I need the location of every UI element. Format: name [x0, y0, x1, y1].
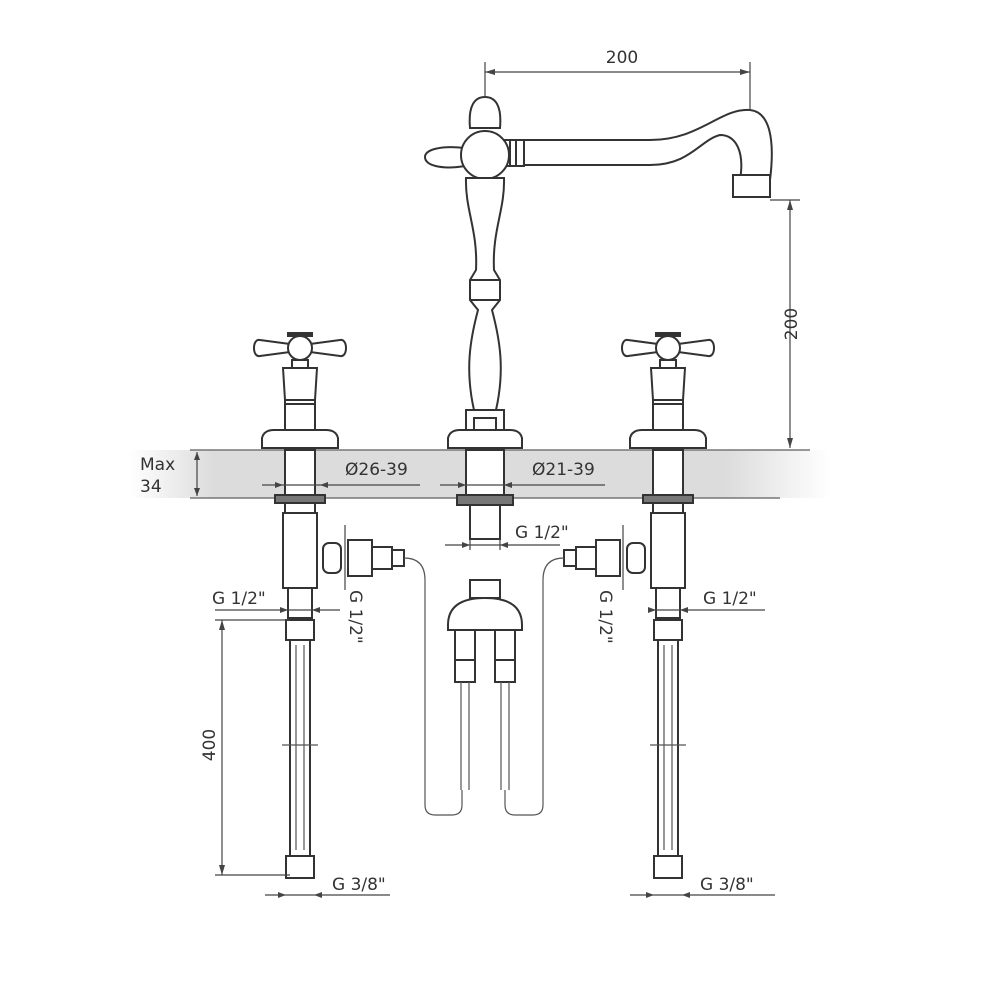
- spout-assembly: [423, 95, 773, 540]
- dimension-lines: [194, 62, 800, 898]
- center-hole-diameter-label: Ø21-39: [532, 460, 595, 480]
- left-outlet-thread-label: G 1/2": [212, 589, 266, 609]
- spout-height-label: 200: [782, 308, 802, 340]
- spout-reach-label: 200: [606, 48, 638, 68]
- left-side-thread-label: G 1/2": [345, 590, 365, 644]
- center-thread-label: G 1/2": [515, 523, 569, 543]
- hose-length-label: 400: [200, 729, 220, 761]
- right-outlet-thread-label: G 1/2": [703, 589, 757, 609]
- max-thickness-label: Max: [140, 455, 175, 475]
- max-thickness-value: 34: [140, 477, 162, 497]
- right-side-thread-label: G 1/2": [595, 590, 615, 644]
- left-side-outlet: [322, 539, 463, 816]
- right-valve: [621, 332, 715, 879]
- left-valve: [253, 332, 347, 879]
- left-hose-thread-label: G 3/8": [332, 875, 386, 895]
- left-hole-diameter-label: Ø26-39: [345, 460, 408, 480]
- right-hose-thread-label: G 3/8": [700, 875, 754, 895]
- splitter-connector: [447, 579, 523, 790]
- right-side-outlet: [504, 539, 646, 816]
